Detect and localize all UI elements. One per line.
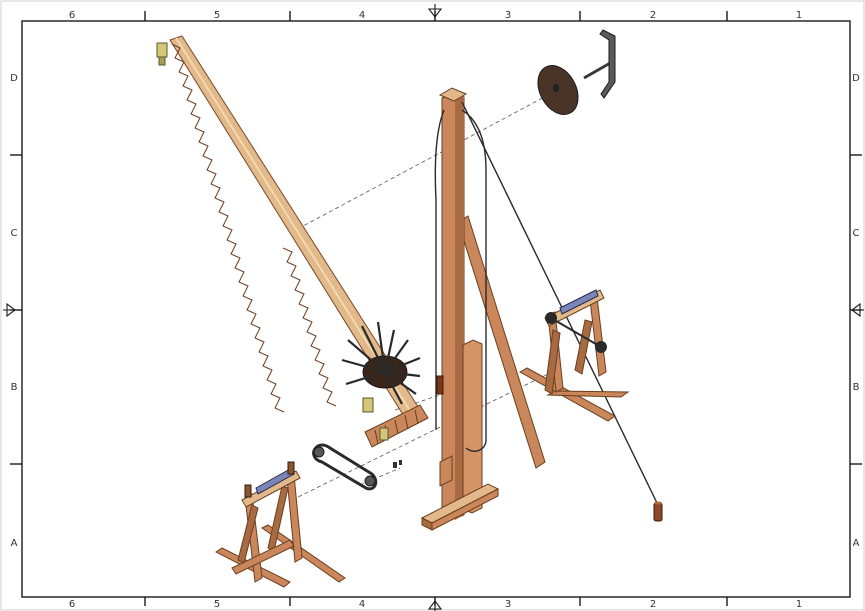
zone-label-bottom-1: 1 xyxy=(796,599,802,610)
mast-post-face xyxy=(455,93,464,520)
left-center-mark xyxy=(3,302,22,318)
sheave-bracket xyxy=(599,29,616,99)
zone-label-left-D: D xyxy=(10,73,18,84)
zone-label-right-D: D xyxy=(852,73,860,84)
sheave-axle xyxy=(583,60,613,80)
treadwheel-spokes xyxy=(341,321,421,405)
drive-belt-pulley-a xyxy=(313,446,325,458)
zone-label-bottom-5: 5 xyxy=(214,599,220,610)
small-hardware xyxy=(393,460,402,468)
mast-foot-block xyxy=(439,455,453,487)
right-winch-drum xyxy=(559,289,599,315)
zone-label-top-2: 2 xyxy=(650,10,656,21)
drive-belt xyxy=(312,443,402,491)
boom-tip-fitting xyxy=(156,42,168,58)
drive-belt-loop xyxy=(312,443,378,491)
zone-label-top-3: 3 xyxy=(505,10,511,21)
zone-label-bottom-3: 3 xyxy=(505,599,511,610)
zone-label-bottom-4: 4 xyxy=(359,599,365,610)
zone-label-top-1: 1 xyxy=(796,10,802,21)
left-trestle-leg-b xyxy=(286,474,303,563)
main-mast xyxy=(420,87,546,531)
boom-lattice xyxy=(171,43,285,413)
mast-lower-sleeve xyxy=(462,339,483,514)
zone-label-top-4: 4 xyxy=(359,10,365,21)
zone-label-top-6: 6 xyxy=(69,10,75,21)
top-center-mark xyxy=(427,4,443,21)
sheave-disc-hub xyxy=(553,84,559,92)
drive-belt-pulley-b xyxy=(364,475,376,487)
hoist-ropes xyxy=(434,101,658,504)
bottom-center-mark xyxy=(427,597,443,611)
zone-label-right-A: A xyxy=(853,538,860,549)
rope-loop xyxy=(461,109,487,452)
right-center-mark xyxy=(850,302,864,318)
mast-top-cap xyxy=(438,87,468,102)
boom-lattice-lower xyxy=(282,247,337,407)
rope-to-weight xyxy=(461,101,658,504)
left-winch-trestle xyxy=(215,461,346,588)
left-trestle-runner-b xyxy=(261,524,346,583)
zone-label-left-C: C xyxy=(11,228,18,239)
sheave-disc-assembly xyxy=(537,29,616,115)
zone-label-bottom-6: 6 xyxy=(69,599,75,610)
zone-label-left-A: A xyxy=(11,538,18,549)
mast-clamp xyxy=(436,375,444,395)
zone-label-left-B: B xyxy=(11,382,18,393)
zone-label-top-5: 5 xyxy=(214,10,220,21)
right-winch-trestle xyxy=(518,289,630,422)
zone-label-right-C: C xyxy=(853,228,860,239)
mast-brace xyxy=(457,215,546,469)
centering-markers xyxy=(3,4,864,611)
boom-base-fitting xyxy=(362,397,374,413)
inner-border xyxy=(21,20,851,598)
zone-label-right-B: B xyxy=(853,382,860,393)
zone-label-bottom-2: 2 xyxy=(650,599,656,610)
counterweight xyxy=(653,501,663,522)
right-trestle-leg-b xyxy=(589,296,607,377)
treadwheel xyxy=(341,321,429,448)
lattice-boom xyxy=(156,35,421,419)
